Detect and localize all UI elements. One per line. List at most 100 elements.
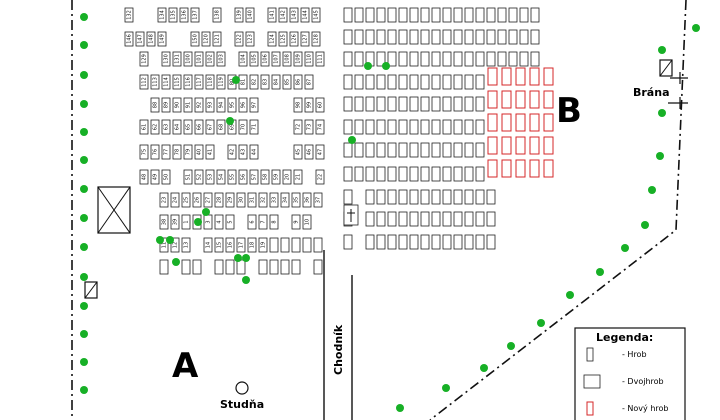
grave-number: 58 [263,174,269,180]
grave-number: 33 [272,197,278,203]
grave-number: 85 [285,79,291,85]
grave-number: 132 [127,10,133,20]
grave-number: 14 [206,242,212,248]
grave-plot [388,8,396,22]
grave-number: 62 [153,124,159,130]
grave-number: 24 [173,197,179,203]
tree-icon [621,244,629,252]
grave-number: 22 [318,174,324,180]
grave-number: 75 [142,149,148,155]
new-grave-plot [502,114,511,131]
grave-plot [377,212,385,226]
grave-plot [432,97,440,111]
grave-number: 48 [142,174,148,180]
gate-icon [668,72,688,109]
grave-plot [432,143,440,157]
grave-number: 31 [250,197,256,203]
grave-plot [520,8,528,22]
tree-icon [364,62,372,70]
grave-plot [487,30,495,44]
grave-plot [443,212,451,226]
grave-number: 137 [193,10,199,20]
grave-plot [259,260,267,274]
grave-number: 116 [186,77,192,87]
grave-number: 63 [164,124,170,130]
grave-number: 109 [296,54,302,64]
grave-number: 128 [314,34,320,44]
grave-number: 49 [153,174,159,180]
grave-plot [355,30,363,44]
grave-number: 121 [215,34,221,44]
grave-number: 52 [197,174,203,180]
grave-plot [388,167,396,181]
grave-number: 103 [219,54,225,64]
tree-icon [202,208,210,216]
grave-plot [410,190,418,204]
grave-number: 105 [252,54,258,64]
grave-number: 13 [184,242,190,248]
tree-icon [442,384,450,392]
grave-plot [215,260,223,274]
grave-number: 19 [261,242,267,248]
grave-number: 141 [270,10,276,20]
new-grave-plot [516,114,525,131]
grave-number: 101 [197,54,203,64]
grave-number: 65 [186,124,192,130]
new-grave-plot [530,114,539,131]
grave-number: 1 [184,220,190,223]
grave-plot [465,75,473,89]
grave-plot [476,97,484,111]
grave-number: 4 [217,220,223,223]
grave-number: 51 [186,174,192,180]
grave-plot [531,30,539,44]
grave-plot [487,212,495,226]
grave-plot [355,52,363,66]
grave-plot [476,235,484,249]
grave-number: 127 [303,34,309,44]
grave-number: 40 [197,149,203,155]
grave-plot [531,52,539,66]
grave-plot [355,167,363,181]
grave-plot [421,97,429,111]
new-grave-plot [502,68,511,85]
grave-number: 88 [153,102,159,108]
grave-plot [237,260,245,274]
gate-structure-icon [660,60,672,76]
grave-number: 29 [228,197,234,203]
grave-plot [465,120,473,134]
grave-plot [281,238,289,252]
grave-number: 146 [127,34,133,44]
grave-plot [388,143,396,157]
grave-plot [443,235,451,249]
grave-plot [421,30,429,44]
grave-plot [344,143,352,157]
tree-icon [80,273,88,281]
new-grave-plot [488,68,497,85]
tree-icon [507,342,515,350]
grave-number: 6 [250,220,256,223]
grave-plot [366,75,374,89]
grave-number: 66 [197,124,203,130]
grave-plot [476,52,484,66]
grave-plot [366,190,374,204]
grave-number: 95 [230,102,236,108]
grave-plot [355,120,363,134]
grave-number: 53 [208,174,214,180]
well-label: Studňa [220,398,264,411]
grave-number: 73 [307,124,313,130]
tree-icon [80,185,88,193]
grave-number: 43 [241,149,247,155]
grave-plot [399,190,407,204]
grave-plot [443,8,451,22]
new-grave-plots [488,68,553,177]
tree-icon [396,404,404,412]
grave-plot [432,235,440,249]
grave-number: 68 [219,124,225,130]
grave-number: 36 [305,197,311,203]
tree-icon [80,358,88,366]
grave-plot [487,190,495,204]
grave-plot [410,143,418,157]
grave-plot [465,30,473,44]
grave-plot [366,8,374,22]
